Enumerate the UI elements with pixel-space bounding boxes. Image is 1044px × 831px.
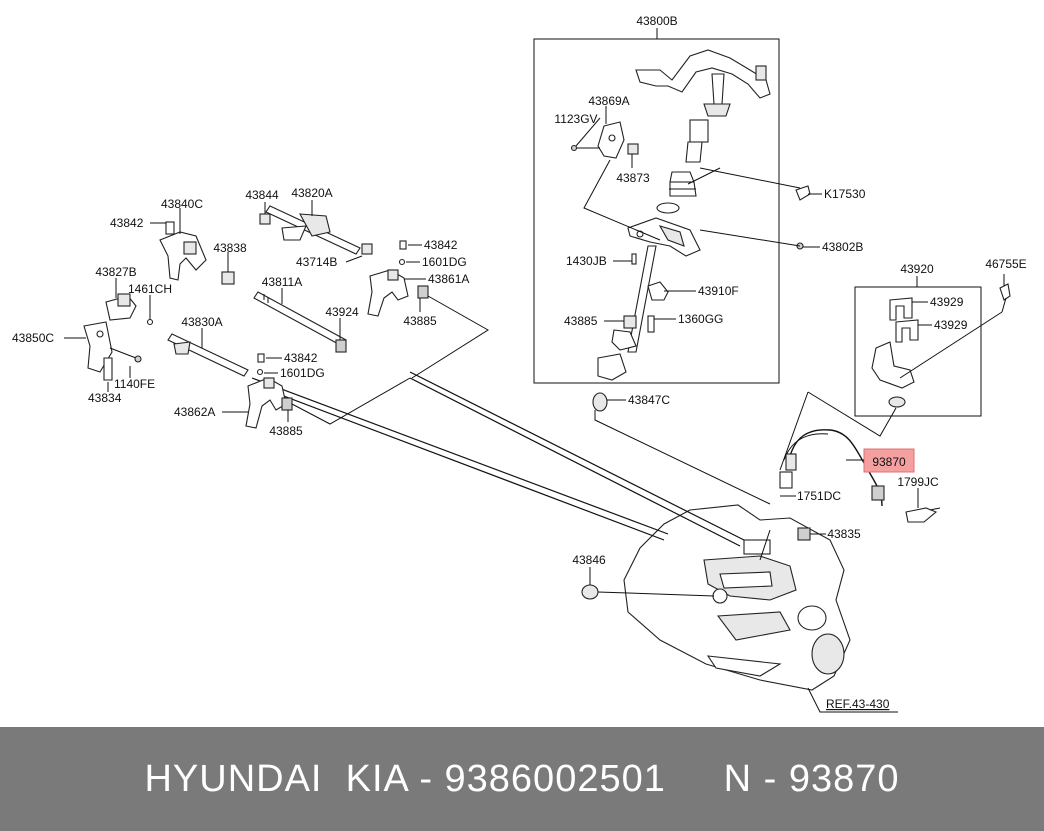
ball-1601DG-lower	[256, 368, 264, 376]
pin-1461CH	[146, 318, 154, 326]
assembly-box-43800B	[533, 38, 780, 384]
label-43842-lower: 43842	[284, 351, 318, 365]
footer-caption: HYUNDAI KIA - 9386002501 N - 93870	[144, 757, 900, 800]
cable-tie-1799JC	[905, 507, 938, 523]
label-43842-upper: 43842	[424, 238, 458, 252]
label-1751DC: 1751DC	[797, 489, 841, 503]
bushing-43924	[335, 339, 347, 353]
assembly-box-43920	[854, 286, 982, 417]
grommet-43920	[888, 396, 906, 408]
label-43869A: 43869A	[588, 94, 629, 108]
pin-1360GG	[647, 315, 655, 333]
label-1601DG-upper: 1601DG	[422, 255, 467, 269]
label-43842-fork: 43842	[110, 216, 144, 230]
shift-rail-43820A	[259, 205, 373, 255]
label-1430JB: 1430JB	[566, 254, 607, 268]
label-1799JC: 1799JC	[897, 475, 939, 489]
clip-43929-upper	[889, 297, 913, 321]
shift-fork-43861A	[367, 269, 429, 317]
label-43862A: 43862A	[174, 405, 215, 419]
label-43861A: 43861A	[428, 272, 469, 286]
label-43830A: 43830A	[181, 315, 222, 329]
socket-43847C-upper	[597, 353, 627, 381]
label-43834: 43834	[88, 391, 122, 405]
label-1360GG: 1360GG	[678, 312, 723, 326]
shift-rail-43830A	[167, 333, 249, 377]
label-43838: 43838	[213, 241, 247, 255]
label-43820A: 43820A	[291, 186, 332, 200]
plate-43910F	[647, 281, 669, 301]
bushing-43885-upper	[623, 315, 637, 329]
shift-lever-arm	[635, 49, 771, 163]
label-43873: 43873	[616, 171, 650, 185]
label-43910F: 43910F	[698, 284, 739, 298]
label-93870: 93870	[872, 455, 906, 469]
ball-1601DG-upper	[398, 258, 406, 266]
bolt-46755E	[999, 283, 1011, 301]
footer-bar: HYUNDAI KIA - 9386002501 N - 93870	[0, 727, 1044, 831]
shift-base-plate	[627, 217, 701, 257]
pin-43842-lower	[257, 353, 265, 363]
label-1461CH: 1461CH	[128, 282, 172, 296]
bracket-43920	[871, 341, 915, 389]
transmission-housing	[623, 504, 851, 691]
pin-1430JB	[631, 253, 637, 265]
shift-boot	[656, 171, 697, 214]
shift-rail-43830A-lug	[173, 341, 191, 355]
shift-fork-43840C	[159, 221, 207, 281]
label-43929-lower: 43929	[934, 318, 968, 332]
label-43924: 43924	[325, 305, 359, 319]
label-43844: 43844	[245, 188, 279, 202]
label-43929-upper: 43929	[930, 295, 964, 309]
label-43800B: 43800B	[636, 14, 677, 28]
label-1601DG-lower: 1601DG	[280, 366, 325, 380]
label-43811A: 43811A	[262, 275, 302, 289]
label-43840C: 43840C	[161, 197, 203, 211]
select-lever-43850C	[83, 293, 142, 381]
sensor-93870-tip	[779, 471, 793, 489]
label-REF-43-430: REF.43-430	[826, 697, 890, 711]
label-K17530: K17530	[824, 187, 866, 201]
label-43920: 43920	[900, 262, 934, 276]
pin-43842-upper	[399, 240, 407, 250]
bushing-43847C	[592, 392, 608, 412]
label-43714B: 43714B	[296, 255, 337, 269]
label-1140FE: 1140FE	[114, 377, 155, 391]
sensor-93870-connector	[871, 485, 885, 501]
bracket-43869A	[570, 121, 639, 159]
label-43846: 43846	[572, 553, 606, 567]
exploded-view-drawing: 43800B 43869A 1123GV	[12, 14, 1027, 713]
label-43827B: 43827B	[95, 265, 136, 279]
label-43885-upper: 43885	[564, 314, 598, 328]
collar-ring	[611, 329, 637, 351]
sensor-93870-body	[785, 453, 797, 471]
bushing-43838	[221, 271, 235, 285]
label-1123GV: 1123GV	[554, 112, 597, 126]
shift-fork-43862A	[245, 377, 293, 429]
label-43885-mid: 43885	[403, 314, 437, 328]
plug-43846	[581, 584, 599, 600]
label-46755E: 46755E	[985, 257, 1026, 271]
label-43802B: 43802B	[822, 240, 863, 254]
label-43850C: 43850C	[12, 331, 54, 345]
parts-diagram: 43800B 43869A 1123GV	[12, 14, 1027, 713]
clip-43929-lower	[895, 319, 919, 343]
label-43847C: 43847C	[628, 393, 670, 407]
label-43835: 43835	[827, 527, 861, 541]
label-43885-lower: 43885	[269, 424, 303, 438]
